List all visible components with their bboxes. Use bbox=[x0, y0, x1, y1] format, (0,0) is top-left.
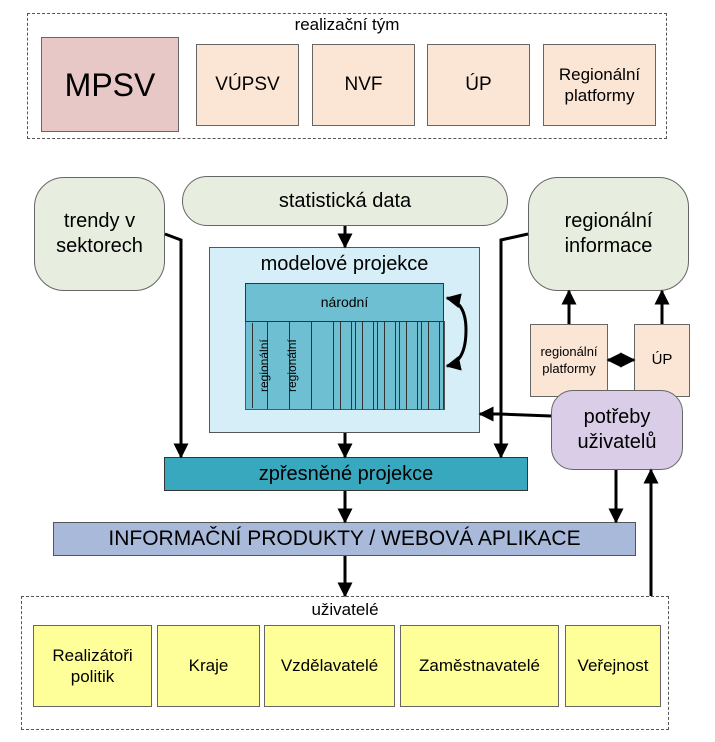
team-container bbox=[27, 13, 667, 139]
user-needs-box: potřeby uživatelů bbox=[551, 390, 683, 470]
model-title: modelové projekce bbox=[260, 253, 429, 275]
team-nvf: NVF bbox=[312, 44, 415, 126]
users-regions: Kraje bbox=[157, 625, 260, 707]
team-mpsv: MPSV bbox=[41, 37, 179, 132]
users-educators: Vzdělavatelé bbox=[264, 625, 395, 707]
national-box: národní bbox=[245, 283, 444, 322]
regional-platforms-box: regionální platformy bbox=[530, 324, 608, 397]
team-up: ÚP bbox=[427, 44, 530, 126]
users-policy-makers: Realizátoři politik bbox=[33, 625, 152, 707]
regional-info-box: regionální informace bbox=[528, 177, 689, 291]
team-title: realizační tým bbox=[294, 15, 400, 34]
arrow-trends-refined bbox=[164, 232, 189, 459]
users-employers: Zaměstnavatelé bbox=[400, 625, 559, 707]
model-stack-dense bbox=[330, 321, 445, 410]
users-public: Veřejnost bbox=[565, 625, 661, 707]
regional-column-1: regionální bbox=[252, 323, 275, 408]
team-regional-platforms: Regionální platformy bbox=[543, 44, 656, 126]
refined-projections-bar: zpřesněné projekce bbox=[164, 457, 528, 491]
information-products-bar: INFORMAČNÍ PRODUKTY / WEBOVÁ APLIKACE bbox=[53, 522, 636, 556]
trends-box: trendy v sektorech bbox=[34, 177, 165, 291]
regional-column-2: regionální bbox=[285, 339, 299, 392]
arrow-needs-model bbox=[478, 406, 552, 422]
stats-box: statistická data bbox=[182, 176, 508, 226]
arrow-regional-refined bbox=[493, 232, 529, 459]
users-title: uživatelé bbox=[311, 600, 379, 619]
up-box: ÚP bbox=[634, 324, 690, 397]
team-vupsv: VÚPSV bbox=[196, 44, 299, 126]
